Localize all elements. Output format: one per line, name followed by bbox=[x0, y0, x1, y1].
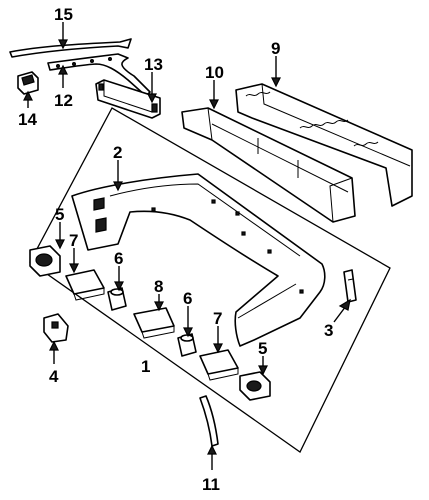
part-15-molding-strip bbox=[9, 38, 132, 58]
part-5-housing-right bbox=[239, 371, 271, 401]
callout-15: 15 bbox=[54, 5, 73, 24]
callout-13: 13 bbox=[144, 55, 163, 74]
callout-1: 1 bbox=[141, 357, 150, 376]
part-10-absorber bbox=[181, 107, 356, 223]
callout-2: 2 bbox=[113, 143, 122, 162]
leader-lines bbox=[23, 22, 351, 470]
callout-8: 8 bbox=[154, 277, 163, 296]
callout-5-left: 5 bbox=[55, 205, 64, 224]
callout-7-left: 7 bbox=[69, 231, 78, 250]
part-7-lamp-right bbox=[199, 349, 239, 381]
part-12-retainer bbox=[47, 53, 151, 97]
part-8-lamp-center bbox=[133, 307, 175, 339]
part-6-socket-center bbox=[177, 333, 197, 357]
part-4-mount-bracket bbox=[43, 313, 69, 343]
callout-4: 4 bbox=[49, 367, 59, 386]
callout-3: 3 bbox=[324, 321, 333, 340]
callout-12: 12 bbox=[54, 91, 73, 110]
callout-labels: 15 12 14 13 10 9 2 5 7 6 8 6 7 5 3 4 1 1… bbox=[18, 5, 333, 494]
part-11-lower-trim bbox=[199, 395, 219, 447]
assembly-frame bbox=[29, 107, 391, 453]
callout-5-right: 5 bbox=[258, 339, 267, 358]
part-2-bumper-cover bbox=[71, 173, 326, 347]
callout-7-right: 7 bbox=[213, 309, 222, 328]
part-14-clip bbox=[17, 71, 39, 95]
part-6-socket-left bbox=[107, 287, 127, 311]
callout-14: 14 bbox=[18, 110, 37, 129]
part-3-reflector bbox=[343, 269, 357, 303]
callout-9: 9 bbox=[271, 39, 280, 58]
part-7-lamp-left bbox=[65, 269, 105, 301]
part-5-housing-left bbox=[29, 245, 61, 277]
callout-11: 11 bbox=[202, 475, 220, 494]
callout-10: 10 bbox=[205, 63, 224, 82]
part-13-bracket bbox=[95, 79, 161, 119]
callout-6-center: 6 bbox=[183, 289, 192, 308]
callout-6-left: 6 bbox=[114, 249, 123, 268]
part-9-reinforcement bbox=[235, 83, 413, 207]
